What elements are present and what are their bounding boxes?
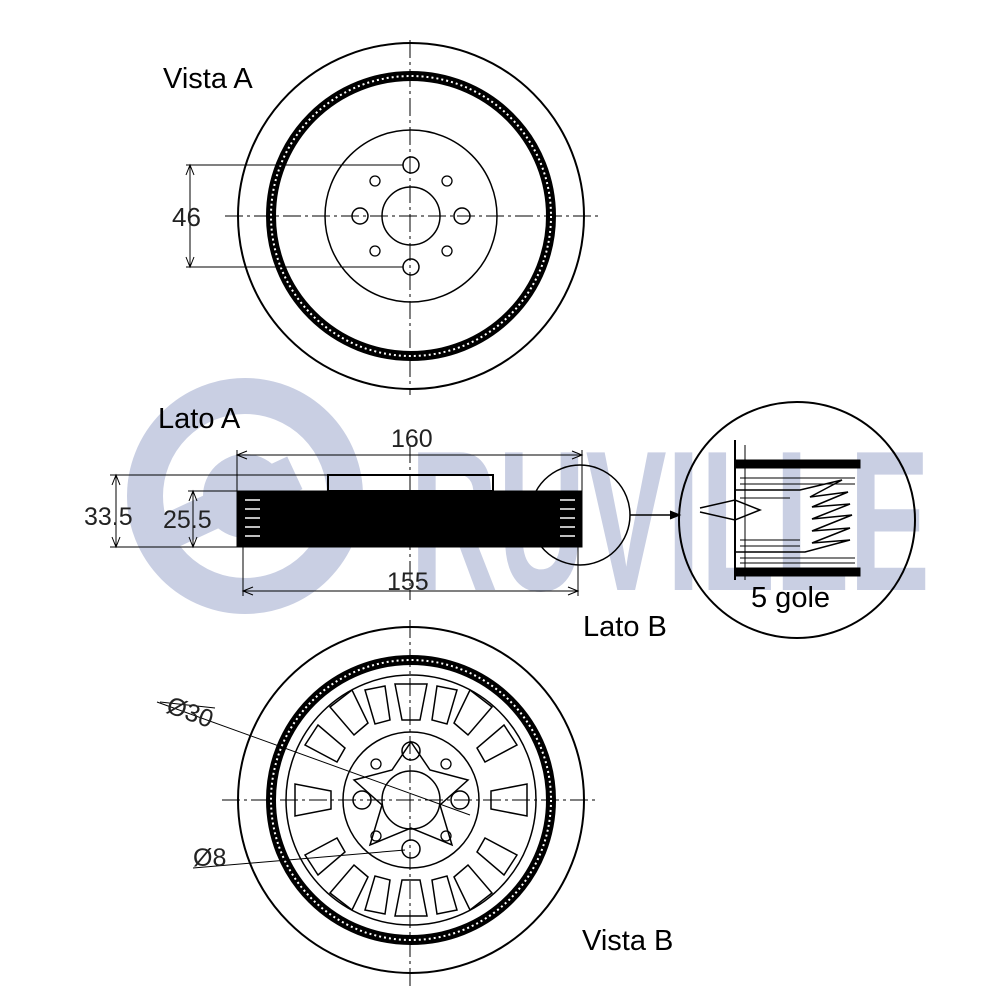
vista-a-view <box>185 40 600 395</box>
vista-a-hub <box>324 129 498 303</box>
vista-a-outer-rim <box>237 42 585 390</box>
groove-detail-circle <box>678 401 916 639</box>
vista-a-bolt-hole <box>351 207 369 225</box>
vista-a-bolt-hole <box>402 156 420 174</box>
vista-a-center-bore <box>381 186 441 246</box>
dim-belt-width: 25.5 <box>163 506 212 534</box>
vista-b-bolt-hole <box>401 839 421 859</box>
vista-a-bolt-hole <box>453 207 471 225</box>
vista-a-label: Vista A <box>163 63 253 95</box>
vista-b-outer-rim <box>237 626 585 974</box>
lato-b-label: Lato B <box>583 611 667 643</box>
dim-outer-diameter: 160 <box>391 425 433 453</box>
side-view <box>110 445 682 600</box>
vista-b-label: Vista B <box>582 925 673 957</box>
dim-total-width: 33.5 <box>84 503 133 531</box>
vista-b-center-bore <box>381 770 441 830</box>
groove-detail-view <box>678 401 916 639</box>
dim-center-bore: Ø30 <box>163 691 217 733</box>
dim-bolt-spacing: 46 <box>172 202 201 232</box>
vista-b-bolt-hole <box>352 790 372 810</box>
vista-b-view <box>156 620 598 990</box>
vista-b-bolt-hole <box>401 741 421 761</box>
vista-b-bolt-hole <box>450 790 470 810</box>
dim-bolt-hole: Ø8 <box>193 844 226 872</box>
vista-a-bolt-hole <box>402 258 420 276</box>
lato-a-label: Lato A <box>158 403 241 435</box>
dim-belt-diameter: 155 <box>387 568 429 596</box>
grooves-label: 5 gole <box>751 582 830 614</box>
